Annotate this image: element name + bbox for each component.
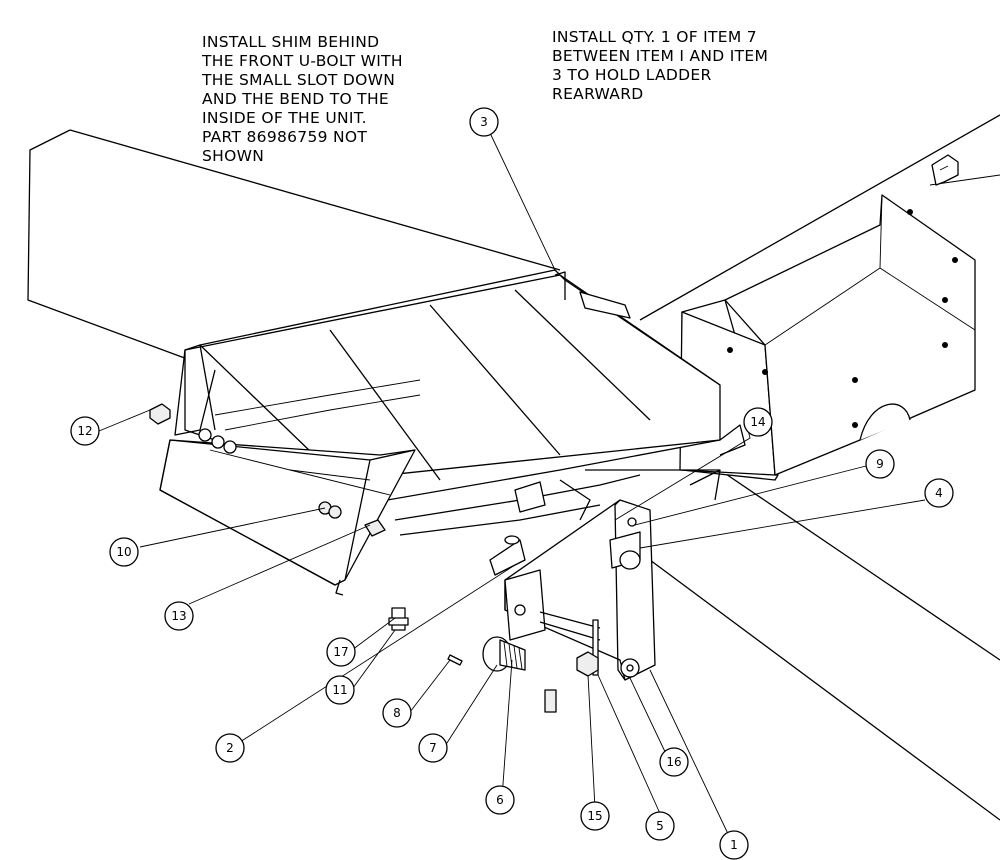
callout-12: 12 <box>70 416 100 446</box>
callout-13: 13 <box>164 601 194 631</box>
callout-9: 9 <box>865 449 895 479</box>
callout-14: 14 <box>743 407 773 437</box>
callout-4: 4 <box>924 478 954 508</box>
fasteners <box>149 403 640 713</box>
svg-text:12: 12 <box>77 424 92 438</box>
svg-text:7: 7 <box>429 741 437 755</box>
svg-text:1: 1 <box>730 838 738 852</box>
callout-6: 6 <box>485 785 515 815</box>
callout-1: 1 <box>719 830 749 860</box>
callout-5: 5 <box>645 811 675 841</box>
svg-text:17: 17 <box>333 645 348 659</box>
under-frame <box>394 469 721 576</box>
svg-text:14: 14 <box>750 415 765 429</box>
svg-text:16: 16 <box>666 755 681 769</box>
svg-text:13: 13 <box>171 609 186 623</box>
installation-note-item-7: INSTALL QTY. 1 OF ITEM 7 BETWEEN ITEM I … <box>552 28 769 103</box>
svg-text:6: 6 <box>496 793 504 807</box>
svg-text:5: 5 <box>656 819 664 833</box>
svg-text:3: 3 <box>480 115 488 129</box>
callout-2: 2 <box>215 733 245 763</box>
callout-15: 15 <box>580 801 610 831</box>
callout-8: 8 <box>382 698 412 728</box>
front-step <box>159 439 416 596</box>
callout-11: 11 <box>325 675 355 705</box>
svg-text:8: 8 <box>393 706 401 720</box>
svg-text:9: 9 <box>876 457 884 471</box>
callout-17: 17 <box>326 637 356 667</box>
installation-note-shim: INSTALL SHIM BEHIND THE FRONT U-BOLT WIT… <box>202 33 403 165</box>
callout-3: 3 <box>469 107 499 137</box>
callout-16: 16 <box>659 747 689 777</box>
callout-balloons: 3 12 14 9 4 10 13 17 <box>70 107 954 860</box>
svg-text:15: 15 <box>587 809 602 823</box>
svg-text:11: 11 <box>332 683 347 697</box>
svg-text:10: 10 <box>116 545 131 559</box>
svg-text:4: 4 <box>935 486 943 500</box>
callout-10: 10 <box>109 537 139 567</box>
small-bracket <box>931 154 959 186</box>
mounting-bracket <box>504 499 656 681</box>
callout-7: 7 <box>418 733 448 763</box>
svg-text:2: 2 <box>226 741 234 755</box>
leader-lines <box>98 134 926 839</box>
